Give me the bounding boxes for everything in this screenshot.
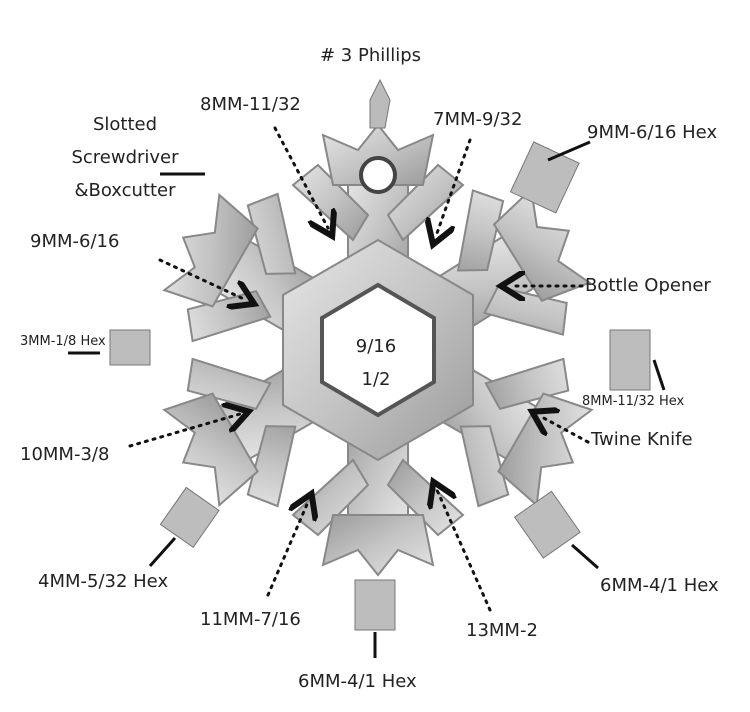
label-slotted-3: &Boxcutter: [74, 180, 176, 201]
hex-bit-right: [609, 329, 651, 391]
hex-bit-bottom-right: [513, 490, 581, 559]
label-13mm-2: 13MM-2: [466, 620, 538, 641]
hex-bit-top-right: [509, 141, 580, 214]
label-9mm-6-16: 9MM-6/16: [30, 231, 120, 252]
label-8mm-11-32: 8MM-11/32: [200, 94, 301, 115]
label-7mm-9-32: 7MM-9/32: [433, 109, 523, 130]
label-10mm-3-8: 10MM-3/8: [20, 444, 110, 465]
phillips-tip: [369, 78, 391, 129]
label-bottle-opener: Bottle Opener: [585, 275, 711, 296]
snowflake-body: [139, 124, 617, 576]
pointer-lines: [68, 126, 666, 658]
center-size-bottom: 1/2: [361, 369, 391, 390]
label-11mm-7-16: 11MM-7/16: [200, 609, 301, 630]
label-6mm-4-1-hex-right: 6MM-4/1 Hex: [600, 575, 719, 596]
label-slotted-1: Slotted: [92, 114, 158, 135]
label-9mm-6-16-hex: 9MM-6/16 Hex: [587, 122, 718, 143]
label-slotted-2: Screwdriver: [71, 147, 179, 168]
hex-bit-left: [109, 329, 151, 366]
label-phillips: # 3 Phillips: [320, 45, 422, 66]
label-8mm-11-32-hex: 8MM-11/32 Hex: [582, 394, 685, 409]
center-size-top: 9/16: [355, 336, 397, 357]
hex-bit-bottom: [354, 579, 396, 631]
hex-bit-bottom-left: [159, 486, 220, 549]
label-3mm-1-8-hex: 3MM-1/8 Hex: [20, 334, 106, 349]
label-4mm-5-32-hex: 4MM-5/32 Hex: [38, 571, 169, 592]
label-6mm-4-1-hex-bottom: 6MM-4/1 Hex: [298, 671, 417, 692]
label-twine-knife: Twine Knife: [591, 429, 693, 450]
